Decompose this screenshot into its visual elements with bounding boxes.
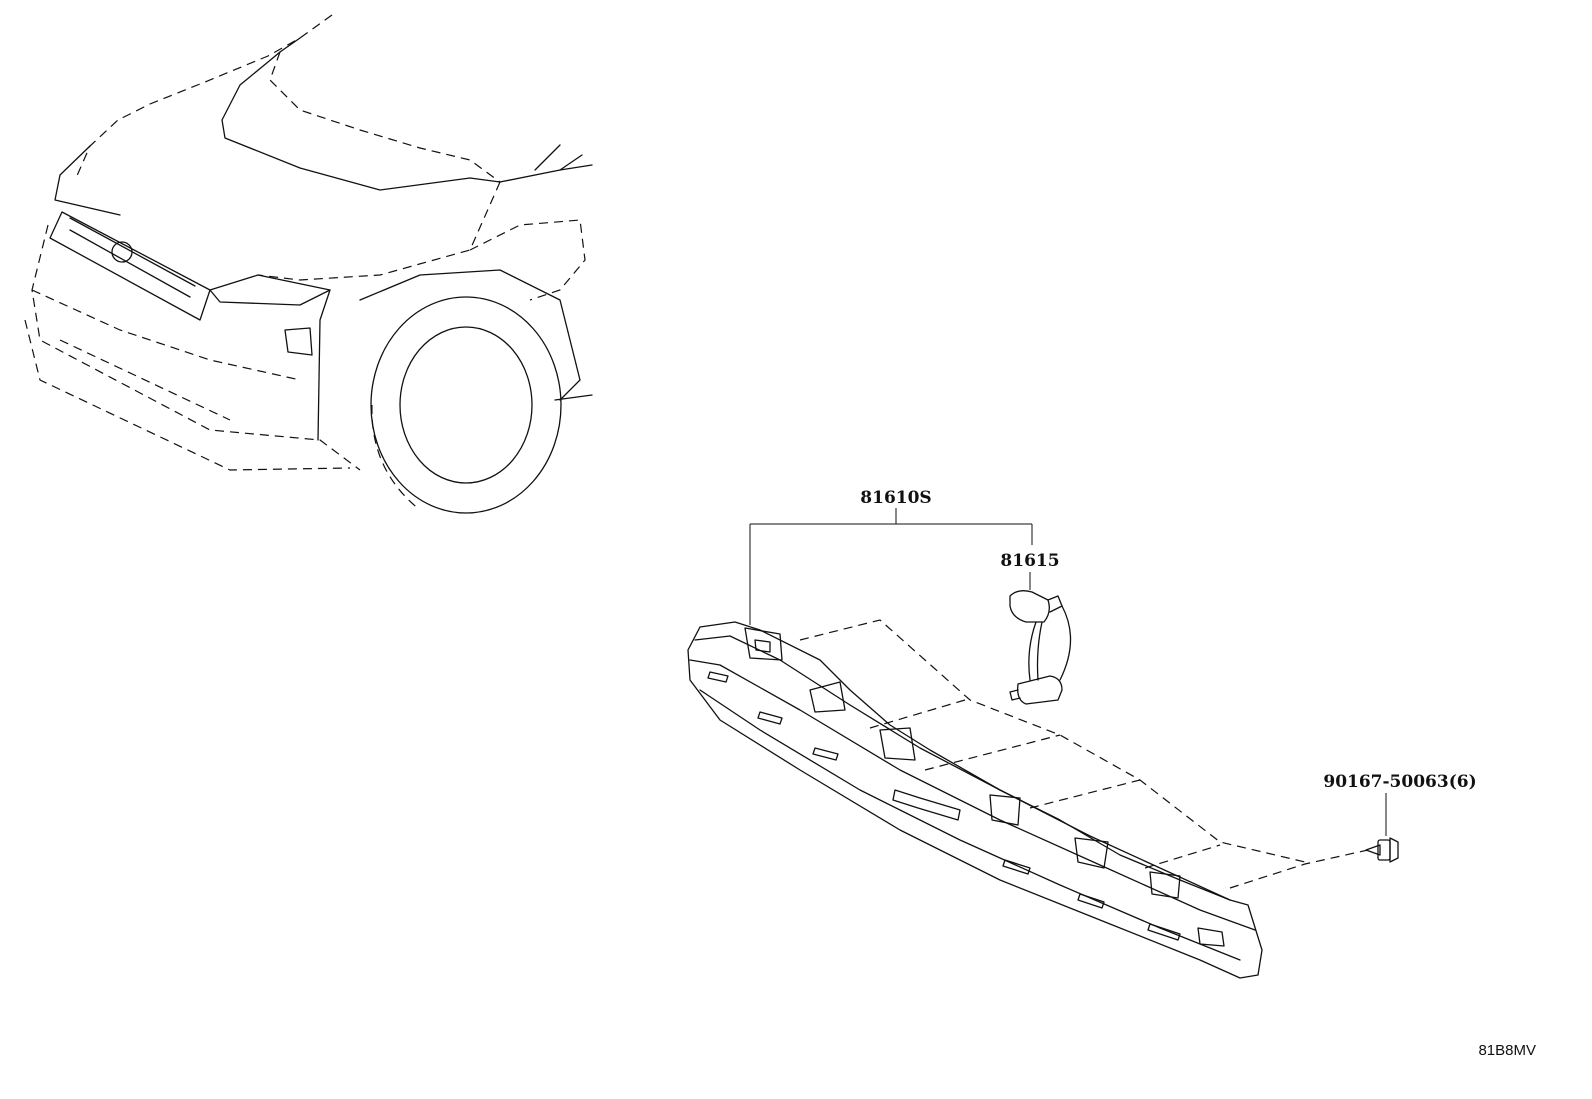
vehicle-front-illustration bbox=[24, 14, 593, 514]
clip-fastener bbox=[1365, 837, 1399, 863]
diagram-code: 81B8MV bbox=[1478, 1042, 1536, 1059]
phantom-lines bbox=[799, 619, 1369, 889]
clip-callout: 90167-50063(6) bbox=[1323, 772, 1477, 836]
lamp-assembly bbox=[687, 621, 1263, 979]
socket-part-number: 81615 bbox=[1000, 551, 1059, 571]
assembly-part-number: 81610S bbox=[860, 488, 931, 508]
socket-wire-harness bbox=[1009, 590, 1072, 705]
socket-callout: 81615 bbox=[1000, 551, 1060, 590]
clip-part-number: 90167-50063(6) bbox=[1323, 772, 1476, 792]
assembly-callout: 81610S bbox=[749, 488, 1033, 625]
